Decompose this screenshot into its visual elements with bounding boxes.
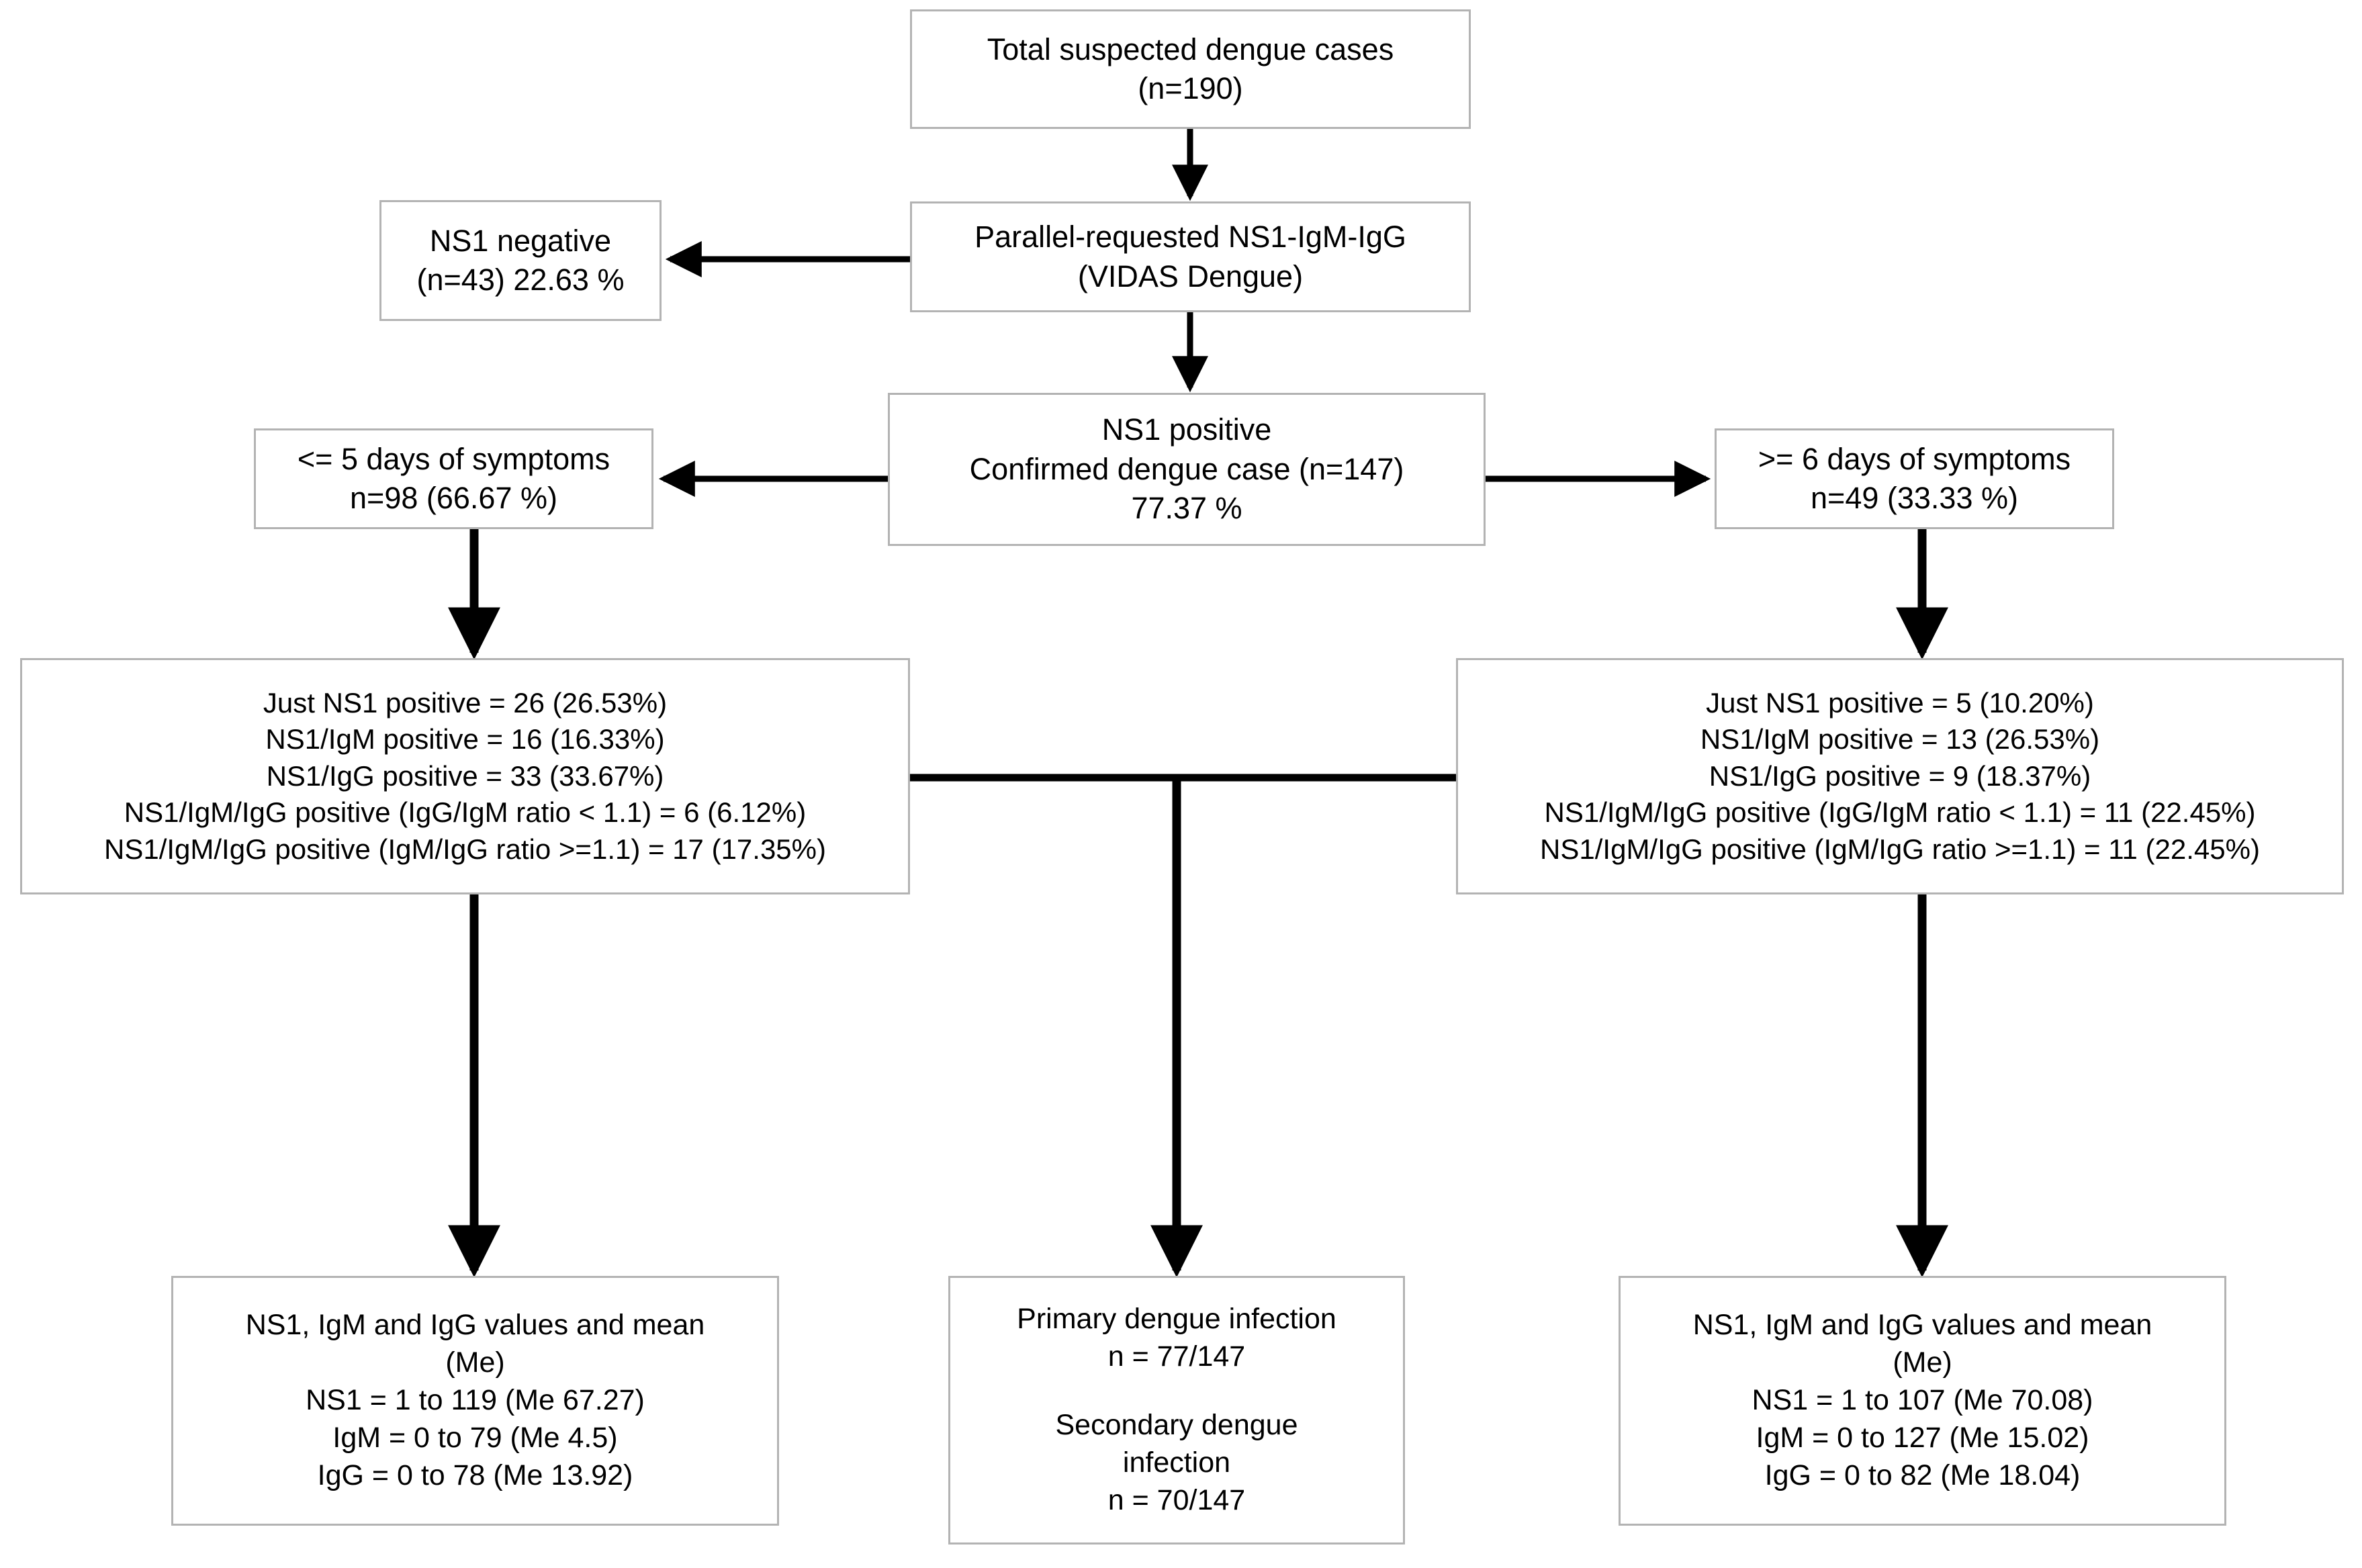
node-left-serology-detail: Just NS1 positive = 26 (26.53%) NS1/IgM … bbox=[20, 658, 910, 894]
node-ns1-positive-confirmed: NS1 positive Confirmed dengue case (n=14… bbox=[888, 393, 1486, 546]
node-bottom-left-marker-values: NS1, IgM and IgG values and mean (Me) NS… bbox=[171, 1276, 779, 1526]
node-line: Just NS1 positive = 26 (26.53%) bbox=[263, 686, 668, 719]
node-line: NS1/IgM positive = 13 (26.53%) bbox=[1700, 723, 2100, 755]
node-parallel-requested-test: Parallel-requested NS1-IgM-IgG (VIDAS De… bbox=[910, 201, 1471, 312]
node-line: NS1/IgM positive = 16 (16.33%) bbox=[265, 723, 665, 755]
node-bottom-right-marker-values: NS1, IgM and IgG values and mean (Me) NS… bbox=[1619, 1276, 2226, 1526]
node-line: NS1/IgG positive = 33 (33.67%) bbox=[266, 759, 664, 792]
node-line: NS1/IgG positive = 9 (18.37%) bbox=[1709, 759, 2091, 792]
node-line: NS1 positive bbox=[1101, 412, 1272, 447]
node-line: (n=43) 22.63 % bbox=[416, 263, 625, 297]
node-line: NS1/IgM/IgG positive (IgG/IgM ratio < 1.… bbox=[1544, 796, 2256, 829]
node-line: (Me) bbox=[1893, 1346, 1952, 1379]
node-total-suspected-cases: Total suspected dengue cases (n=190) bbox=[910, 9, 1471, 129]
node-line: n = 77/147 bbox=[1107, 1340, 1246, 1373]
node-ge6-days-symptoms: >= 6 days of symptoms n=49 (33.33 %) bbox=[1715, 428, 2114, 529]
node-line: n = 70/147 bbox=[1107, 1483, 1246, 1516]
node-line: (n=190) bbox=[1138, 71, 1243, 105]
node-line: NS1 negative bbox=[429, 223, 612, 258]
node-line: NS1/IgM/IgG positive (IgM/IgG ratio >=1.… bbox=[1540, 833, 2260, 865]
node-right-serology-detail: Just NS1 positive = 5 (10.20%) NS1/IgM p… bbox=[1456, 658, 2344, 894]
node-line: Total suspected dengue cases bbox=[987, 32, 1394, 66]
node-line: IgG = 0 to 82 (Me 18.04) bbox=[1764, 1459, 2081, 1491]
node-line: Secondary dengue bbox=[1055, 1409, 1298, 1442]
node-line: Primary dengue infection bbox=[1017, 1303, 1336, 1336]
node-line: (Me) bbox=[445, 1346, 505, 1379]
node-line: Just NS1 positive = 5 (10.20%) bbox=[1706, 686, 2094, 719]
node-line: <= 5 days of symptoms bbox=[297, 441, 610, 476]
node-line: Confirmed dengue case (n=147) bbox=[969, 451, 1404, 486]
node-line: n=98 (66.67 %) bbox=[350, 481, 557, 515]
node-le5-days-symptoms: <= 5 days of symptoms n=98 (66.67 %) bbox=[254, 428, 653, 529]
node-line: NS1/IgM/IgG positive (IgM/IgG ratio >=1.… bbox=[104, 833, 826, 865]
node-line: n=49 (33.33 %) bbox=[1811, 481, 2018, 515]
node-line: infection bbox=[1122, 1446, 1231, 1479]
node-line: NS1, IgM and IgG values and mean bbox=[1692, 1309, 2152, 1342]
node-line: >= 6 days of symptoms bbox=[1758, 441, 2071, 476]
node-line: IgM = 0 to 79 (Me 4.5) bbox=[332, 1421, 618, 1454]
node-line: IgM = 0 to 127 (Me 15.02) bbox=[1756, 1421, 2089, 1454]
node-line: IgG = 0 to 78 (Me 13.92) bbox=[317, 1459, 633, 1491]
node-bottom-middle-infection-type: Primary dengue infection n = 77/147 Seco… bbox=[948, 1276, 1405, 1544]
node-line: (VIDAS Dengue) bbox=[1077, 259, 1304, 293]
node-line: 77.37 % bbox=[1131, 491, 1242, 526]
node-ns1-negative: NS1 negative (n=43) 22.63 % bbox=[379, 200, 662, 321]
node-line: NS1 = 1 to 107 (Me 70.08) bbox=[1752, 1384, 2093, 1417]
node-line: NS1/IgM/IgG positive (IgG/IgM ratio < 1.… bbox=[124, 796, 807, 829]
node-line: NS1, IgM and IgG values and mean bbox=[245, 1309, 705, 1342]
node-line: NS1 = 1 to 119 (Me 67.27) bbox=[306, 1384, 645, 1417]
node-line: Parallel-requested NS1-IgM-IgG bbox=[974, 220, 1406, 254]
